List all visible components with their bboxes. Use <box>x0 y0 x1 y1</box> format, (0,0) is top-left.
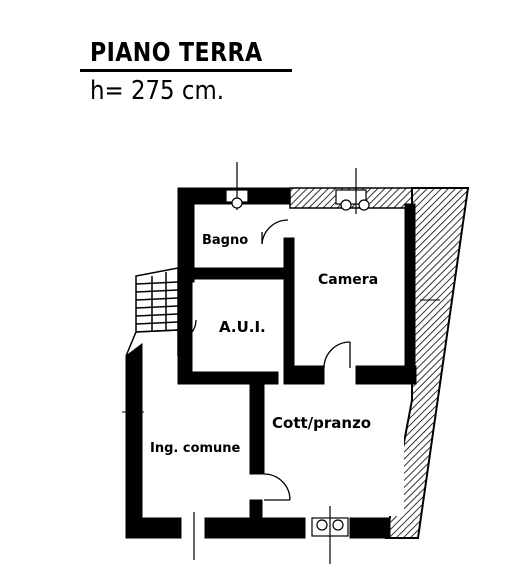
stairs <box>125 267 179 357</box>
plan-header: PIANO TERRA h= 275 cm. <box>80 36 300 116</box>
windows <box>193 162 370 564</box>
room-label-storage: A.U.I. <box>219 318 266 336</box>
ceiling-height-label: h= 275 cm. <box>90 76 225 106</box>
axis-lines <box>122 299 440 413</box>
room-label-bedroom: Camera <box>318 272 378 288</box>
door-swings <box>177 219 351 501</box>
room-label-bathroom: Bagno <box>202 233 248 248</box>
room-label-kitchen: Cott/pranzo <box>272 414 371 432</box>
plan-title: PIANO TERRA <box>90 38 263 68</box>
room-label-entrance: Ing. comune <box>150 441 241 456</box>
title-underline <box>80 69 292 72</box>
